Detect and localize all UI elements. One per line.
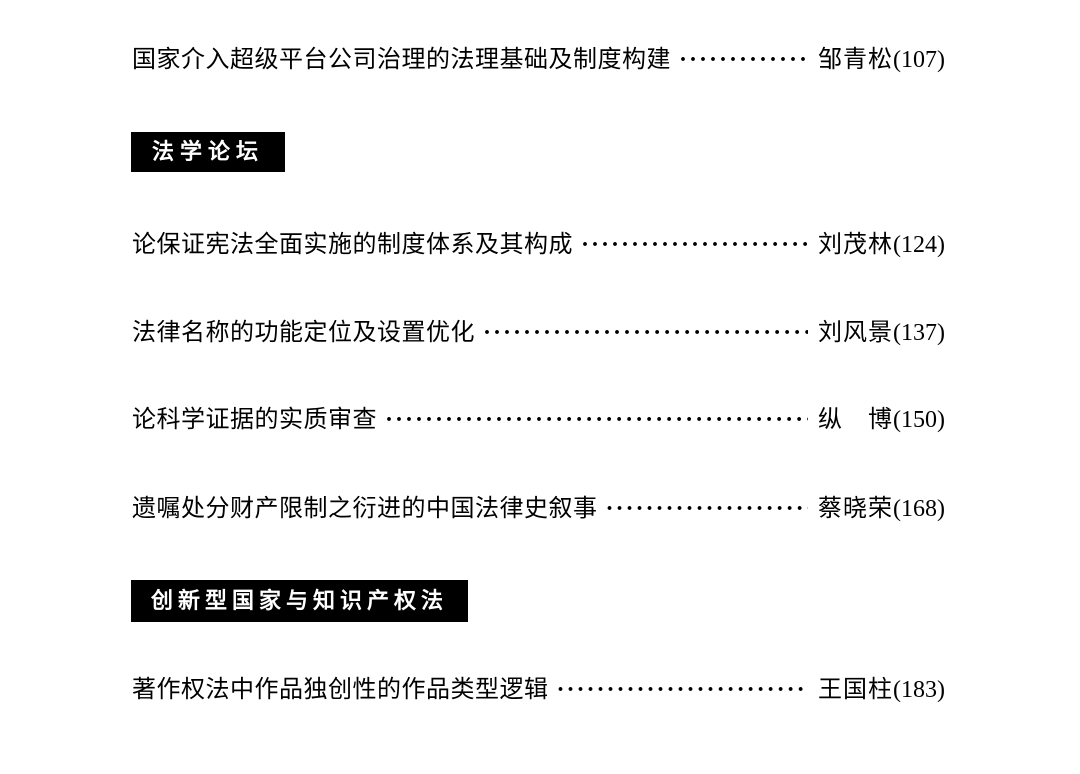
section-badge-label: 创新型国家与知识产权法 xyxy=(151,588,449,613)
entry-page-number: (137) xyxy=(893,320,945,346)
toc-entry: 著作权法中作品独创性的作品类型逻辑 ······················… xyxy=(132,674,945,706)
entry-page-number: (107) xyxy=(893,47,945,73)
entry-byline: 刘风景(137) xyxy=(818,317,945,349)
toc-entry: 国家介入超级平台公司治理的法理基础及制度构建 ·················… xyxy=(132,44,945,76)
entry-author: 蔡晓荣 xyxy=(818,496,894,522)
section-badge: 法学论坛 xyxy=(131,132,286,172)
toc-entry: 遗嘱处分财产限制之衍进的中国法律史叙事 ····················… xyxy=(132,493,945,525)
entry-title: 论保证宪法全面实施的制度体系及其构成 xyxy=(132,232,573,258)
toc-entry: 论保证宪法全面实施的制度体系及其构成 ·····················… xyxy=(132,229,945,261)
dot-leader: ········································… xyxy=(385,407,808,433)
section-badge: 创新型国家与知识产权法 xyxy=(131,580,469,622)
entry-author: 邹青松 xyxy=(818,47,894,73)
entry-author: 纵 博 xyxy=(818,407,894,433)
entry-page-number: (150) xyxy=(893,407,945,433)
dot-leader: ········································… xyxy=(483,320,808,346)
entry-page-number: (183) xyxy=(893,677,945,703)
entry-byline: 纵 博(150) xyxy=(818,404,945,436)
entry-byline: 邹青松(107) xyxy=(818,44,945,76)
entry-title: 遗嘱处分财产限制之衍进的中国法律史叙事 xyxy=(132,496,598,522)
dot-leader: ········································… xyxy=(679,47,809,73)
entry-title: 国家介入超级平台公司治理的法理基础及制度构建 xyxy=(132,47,671,73)
dot-leader: ········································… xyxy=(581,232,808,258)
entry-author: 王国柱 xyxy=(818,677,894,703)
entry-title: 论科学证据的实质审查 xyxy=(132,407,377,433)
entry-byline: 刘茂林(124) xyxy=(818,229,945,261)
toc-entry: 法律名称的功能定位及设置优化 ·························… xyxy=(132,317,945,349)
entry-byline: 蔡晓荣(168) xyxy=(818,493,945,525)
entry-byline: 王国柱(183) xyxy=(818,674,945,706)
dot-leader: ········································… xyxy=(605,496,809,522)
entry-page-number: (168) xyxy=(893,496,945,522)
entry-author: 刘风景 xyxy=(818,320,894,346)
dot-leader: ········································… xyxy=(556,677,809,703)
entry-title: 著作权法中作品独创性的作品类型逻辑 xyxy=(132,677,549,703)
entry-author: 刘茂林 xyxy=(818,232,894,258)
entry-title: 法律名称的功能定位及设置优化 xyxy=(132,320,475,346)
section-badge-label: 法学论坛 xyxy=(152,139,265,164)
entry-page-number: (124) xyxy=(893,232,945,258)
toc-entry: 论科学证据的实质审查 ·····························… xyxy=(132,404,945,436)
